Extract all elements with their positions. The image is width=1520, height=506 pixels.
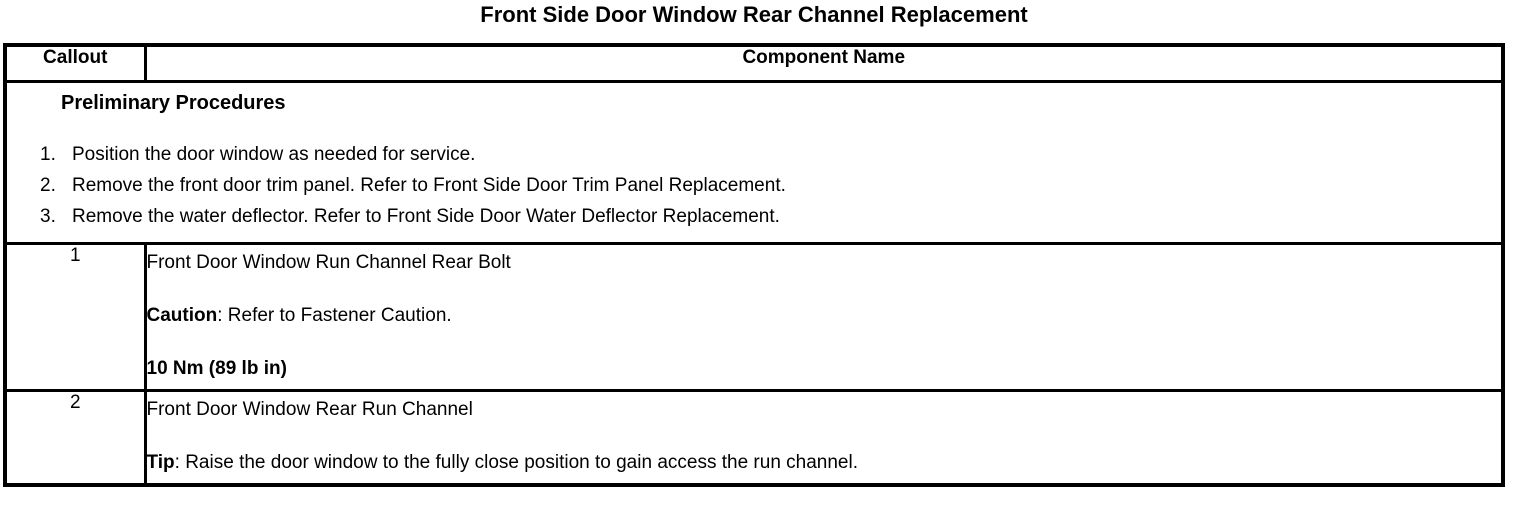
preliminary-procedures-heading: Preliminary Procedures xyxy=(61,92,286,114)
component-cell: Front Door Window Run Channel Rear Bolt … xyxy=(143,242,1505,392)
torque-spec: 10 Nm (89 lb in) xyxy=(146,358,287,379)
component-cell: Front Door Window Rear Run Channel Tip: … xyxy=(143,389,1505,487)
step-text: Position the door window as needed for s… xyxy=(72,144,476,165)
page-title: Front Side Door Window Rear Channel Repl… xyxy=(480,2,1028,27)
preliminary-procedures-row: Preliminary Procedures 1. Position the d… xyxy=(3,80,1505,245)
tip-text: : Raise the door window to the fully clo… xyxy=(174,452,858,473)
callout-number: 1 xyxy=(3,242,147,392)
component-name: Front Door Window Run Channel Rear Bolt xyxy=(146,252,511,273)
table-row: 2 Front Door Window Rear Run Channel Tip… xyxy=(3,389,1505,487)
preliminary-steps-list: 1. Position the door window as needed fo… xyxy=(7,139,1501,232)
preliminary-step: 2. Remove the front door trim panel. Ref… xyxy=(7,170,1501,201)
preliminary-step: 1. Position the door window as needed fo… xyxy=(7,139,1501,170)
step-text: Remove the water deflector. Refer to Fro… xyxy=(72,206,780,227)
step-number: 3. xyxy=(40,206,56,227)
tip-note: Tip: Raise the door window to the fully … xyxy=(147,452,1502,474)
table-header-row: Callout Component Name xyxy=(3,43,1505,83)
column-header-callout: Callout xyxy=(3,43,147,83)
component-table: Callout Component Name Preliminary Proce… xyxy=(3,43,1505,487)
tip-label: Tip xyxy=(146,452,175,473)
callout-number: 2 xyxy=(3,389,147,487)
column-header-component-name: Component Name xyxy=(143,43,1505,83)
step-number: 2. xyxy=(40,175,56,196)
caution-text: : Refer to Fastener Caution. xyxy=(217,305,452,326)
step-text: Remove the front door trim panel. Refer … xyxy=(72,175,786,196)
table-row: 1 Front Door Window Run Channel Rear Bol… xyxy=(3,242,1505,392)
preliminary-procedures-cell: Preliminary Procedures 1. Position the d… xyxy=(3,80,1505,245)
component-name: Front Door Window Rear Run Channel xyxy=(146,399,473,420)
step-number: 1. xyxy=(40,144,56,165)
preliminary-step: 3. Remove the water deflector. Refer to … xyxy=(7,201,1501,232)
caution-note: Caution: Refer to Fastener Caution. xyxy=(147,305,1502,327)
caution-label: Caution xyxy=(146,305,218,326)
